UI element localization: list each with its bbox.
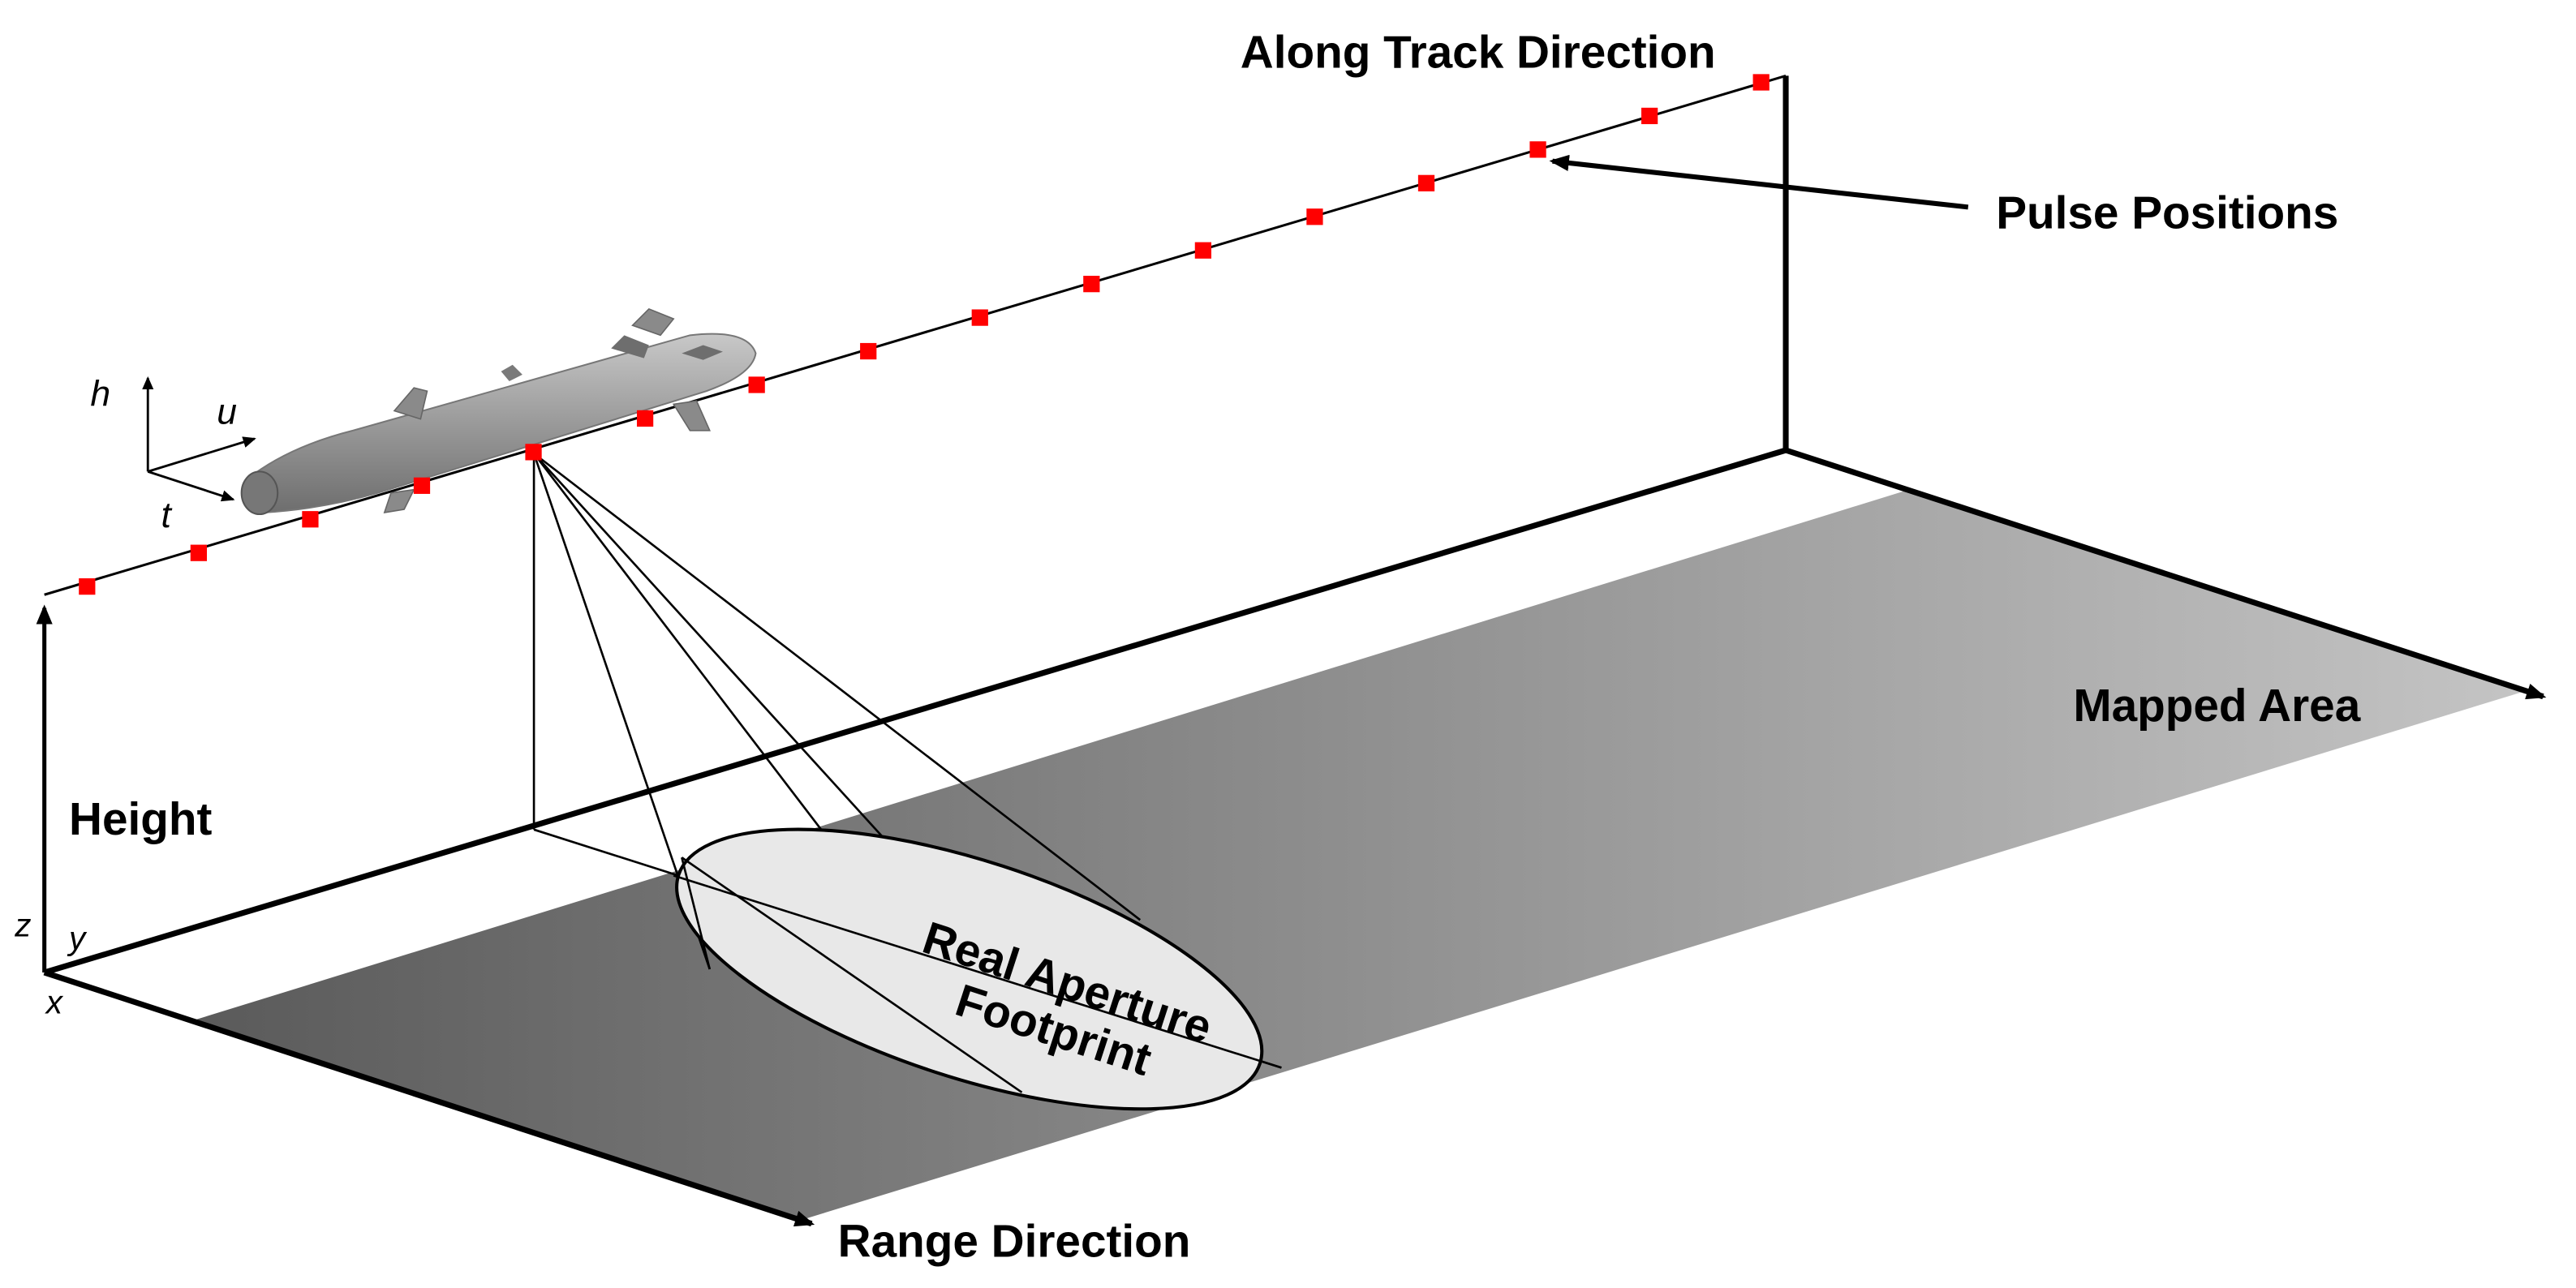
pulse-marker [748,376,765,393]
axis-symbol-x: x [45,984,64,1021]
along-track-line [44,74,1787,596]
height-label: Height [69,794,212,845]
pulse-marker [1417,174,1435,191]
pulse-marker [79,578,96,595]
pulse-positions-label: Pulse Positions [1996,188,2338,239]
pulse-marker [302,511,319,528]
pulse-marker [1641,107,1658,125]
pulse-marker [525,444,542,461]
mapped-area-swath [188,489,2524,1219]
pulse-positions-arrow [1549,154,1969,210]
pulse-marker [190,544,207,561]
axis-symbol-z: z [14,906,31,943]
axis-symbol-h: h [90,374,110,414]
pulse-marker [1752,74,1770,91]
axis-symbol-u: u [217,393,237,432]
pulse-marker [1083,276,1100,293]
range-direction-label: Range Direction [838,1216,1191,1267]
footprint-beam-lines [673,857,1282,1093]
pulse-marker [1194,242,1212,259]
pulse-marker [1306,208,1323,225]
pulse-positions-markers [79,74,1770,595]
pulse-marker [971,309,988,326]
ground-near-edge [43,447,1787,976]
pulse-marker [860,342,877,360]
axis-symbol-t: t [161,496,172,535]
pulse-marker [1529,141,1546,158]
pulse-marker [413,477,431,494]
range-direction-axis [43,969,815,1227]
ground-far-edge [1784,447,2547,700]
auv-vehicle [240,307,757,516]
along-track-direction-label: Along Track Direction [1241,27,1716,78]
vehicle-frame-axes [142,376,256,502]
axis-symbol-y: y [67,920,88,957]
pulse-marker [636,410,654,427]
mapped-area-label: Mapped Area [2073,680,2360,732]
